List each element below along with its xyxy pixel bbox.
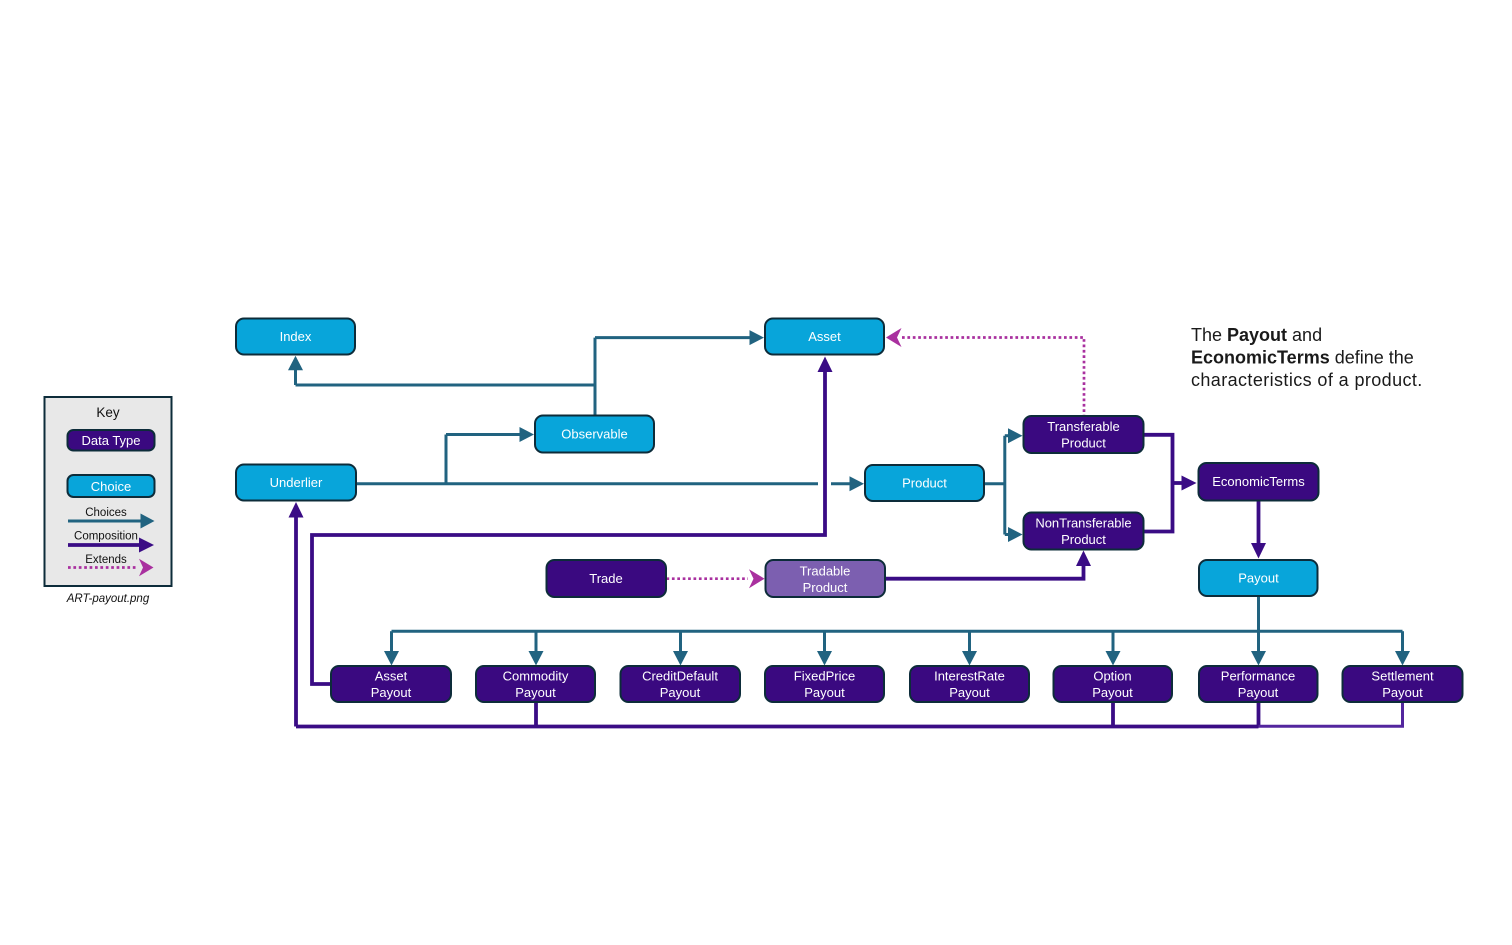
svg-text:ART-payout.png: ART-payout.png (66, 593, 150, 605)
svg-text:InterestRate: InterestRate (934, 669, 1005, 684)
svg-text:Extends: Extends (85, 554, 127, 566)
svg-text:EconomicTerms: EconomicTerms (1212, 474, 1305, 489)
svg-text:Tradable: Tradable (800, 564, 851, 579)
svg-text:Key: Key (96, 405, 120, 420)
svg-text:Payout: Payout (804, 685, 845, 700)
svg-text:Index: Index (280, 329, 312, 344)
svg-text:Data Type: Data Type (81, 433, 140, 448)
svg-text:Payout: Payout (515, 685, 556, 700)
svg-text:Choice: Choice (91, 479, 131, 494)
svg-text:Product: Product (1061, 532, 1106, 547)
svg-text:Trade: Trade (589, 571, 622, 586)
svg-text:Choices: Choices (85, 507, 127, 519)
svg-text:Asset: Asset (808, 329, 841, 344)
svg-text:CreditDefault: CreditDefault (642, 669, 718, 684)
svg-text:Commodity: Commodity (503, 669, 569, 684)
svg-text:Payout: Payout (1092, 685, 1133, 700)
svg-text:Settlement: Settlement (1371, 669, 1434, 684)
svg-text:Product: Product (902, 476, 947, 491)
svg-text:Composition: Composition (74, 531, 138, 543)
svg-text:Product: Product (1061, 436, 1106, 451)
svg-text:Option: Option (1093, 669, 1131, 684)
svg-text:Product: Product (803, 580, 848, 595)
svg-text:Underlier: Underlier (270, 475, 323, 490)
svg-text:NonTransferable: NonTransferable (1035, 516, 1131, 531)
svg-text:Payout: Payout (1238, 571, 1279, 586)
svg-text:FixedPrice: FixedPrice (794, 669, 855, 684)
svg-text:characteristics of a product.: characteristics of a product. (1191, 370, 1423, 390)
svg-text:Payout: Payout (660, 685, 701, 700)
svg-text:Observable: Observable (561, 427, 627, 442)
svg-text:Payout: Payout (1238, 685, 1279, 700)
svg-text:Payout: Payout (1382, 685, 1423, 700)
svg-text:Asset: Asset (375, 669, 408, 684)
svg-text:EconomicTerms define the: EconomicTerms define the (1191, 348, 1414, 368)
svg-text:Transferable: Transferable (1047, 419, 1120, 434)
svg-text:Performance: Performance (1221, 669, 1295, 684)
svg-text:The Payout and: The Payout and (1191, 325, 1322, 345)
svg-text:Payout: Payout (949, 685, 990, 700)
svg-text:Payout: Payout (371, 685, 412, 700)
